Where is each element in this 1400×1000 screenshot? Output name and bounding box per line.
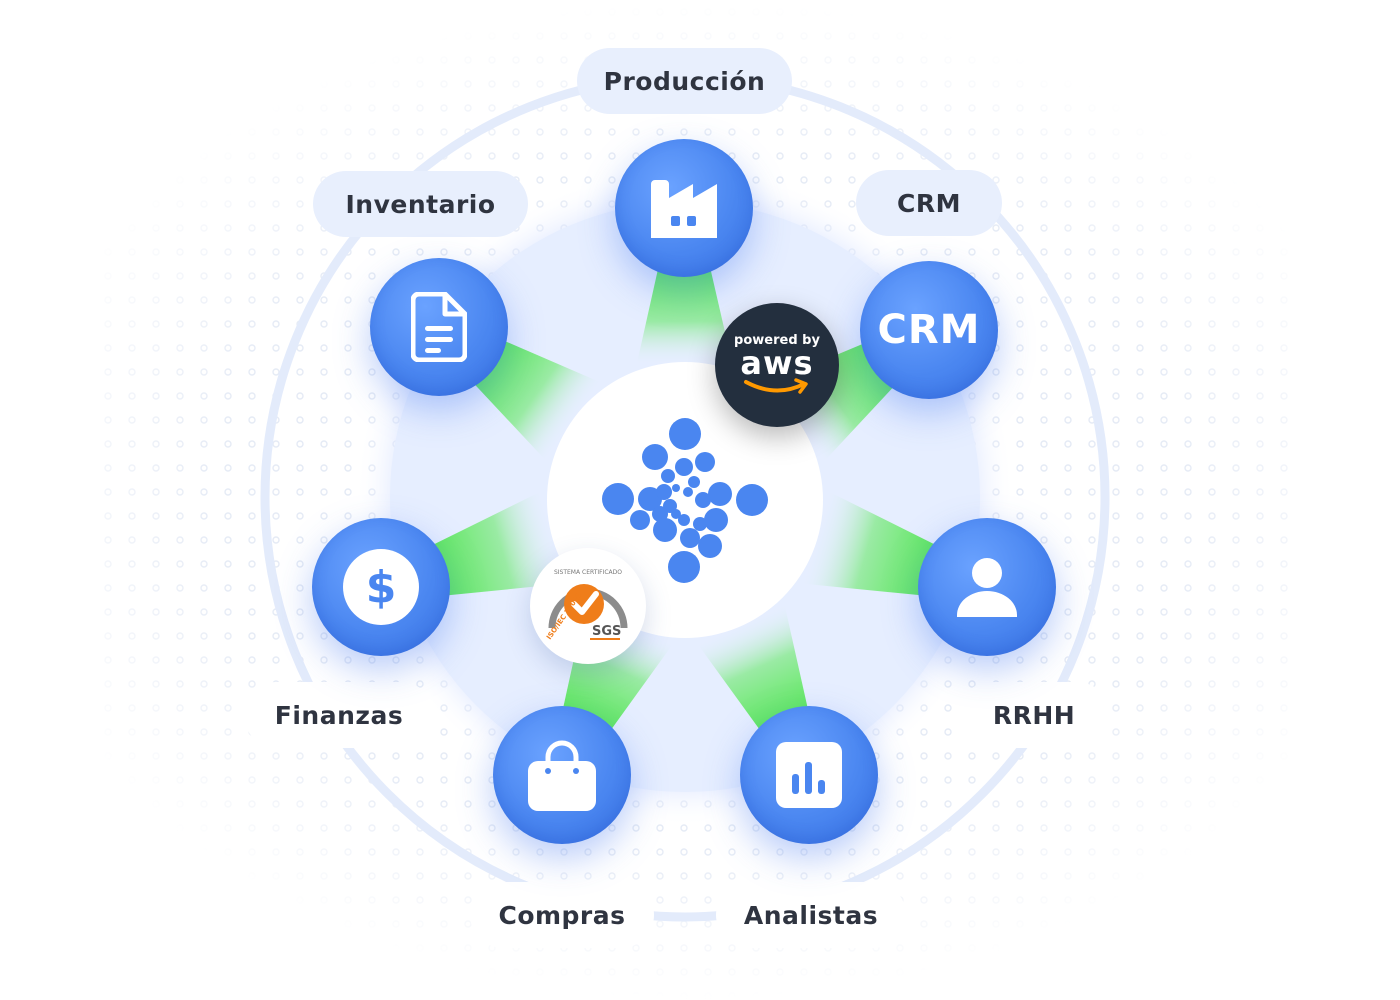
logo-dot bbox=[602, 483, 634, 515]
label-crm: CRM bbox=[856, 170, 1002, 236]
logo-dot bbox=[638, 487, 662, 511]
document-icon bbox=[411, 292, 467, 362]
aws-logo-text: aws bbox=[740, 344, 814, 382]
label-analistas: Analistas bbox=[716, 882, 906, 948]
node-finanzas[interactable]: $ bbox=[312, 518, 450, 656]
logo-dot bbox=[668, 551, 700, 583]
iso-seal-icon: SISTEMA CERTIFICADO ISO/IEC 27001 bbox=[545, 569, 628, 641]
node-analistas[interactable] bbox=[740, 706, 878, 844]
label-compras: Compras bbox=[470, 882, 654, 948]
connectors-group bbox=[431, 267, 937, 731]
logo-dot bbox=[698, 534, 722, 558]
logo-dot bbox=[672, 484, 680, 492]
label-finanzas: Finanzas bbox=[244, 682, 434, 748]
company-logo bbox=[602, 418, 768, 583]
person-icon bbox=[957, 558, 1017, 617]
logo-dot bbox=[661, 469, 675, 483]
logo-dot bbox=[693, 517, 707, 531]
node-crm[interactable]: CRM bbox=[860, 261, 998, 399]
logo-dot bbox=[675, 458, 693, 476]
logo-dot bbox=[708, 482, 732, 506]
label-rrhh: RRHH bbox=[958, 682, 1110, 748]
node-compras[interactable] bbox=[493, 706, 631, 844]
logo-dot bbox=[704, 508, 728, 532]
logo-dot bbox=[688, 476, 700, 488]
shopping-bag-icon bbox=[528, 740, 596, 811]
logo-dot bbox=[669, 418, 701, 450]
aws-smile-icon bbox=[744, 378, 808, 394]
aws-powered-by-text: powered by bbox=[734, 333, 820, 348]
logo-dot bbox=[652, 506, 668, 522]
crm-node-text: CRM bbox=[877, 307, 981, 353]
iso-top-text: SISTEMA CERTIFICADO bbox=[554, 569, 622, 576]
logo-dot bbox=[671, 509, 681, 519]
connector-inventario bbox=[473, 340, 603, 462]
connector-produccion bbox=[636, 267, 733, 366]
logo-dot bbox=[695, 452, 715, 472]
connector-rrhh bbox=[801, 491, 937, 596]
logo-dot bbox=[736, 484, 768, 516]
iso-certification-badge: SISTEMA CERTIFICADO ISO/IEC 27001 SGS bbox=[530, 548, 646, 664]
dollar-icon: $ bbox=[343, 549, 419, 625]
svg-text:$: $ bbox=[366, 562, 397, 613]
node-inventario[interactable] bbox=[370, 258, 508, 396]
logo-dot bbox=[678, 514, 690, 526]
connector-finanzas bbox=[431, 490, 569, 596]
logo-dot bbox=[695, 492, 711, 508]
logo-dot bbox=[683, 487, 693, 497]
sgs-brand-text: SGS bbox=[592, 624, 622, 639]
logo-dot bbox=[656, 484, 672, 500]
logo-dot bbox=[642, 444, 668, 470]
node-produccion[interactable] bbox=[615, 139, 753, 277]
node-rrhh[interactable] bbox=[918, 518, 1056, 656]
factory-icon bbox=[651, 180, 717, 238]
aws-badge: powered by aws bbox=[715, 303, 839, 427]
logo-dot bbox=[680, 528, 700, 548]
logo-dot bbox=[653, 518, 677, 542]
label-inventario: Inventario bbox=[313, 171, 528, 237]
logo-dot bbox=[630, 510, 650, 530]
label-produccion: Producción bbox=[577, 48, 792, 114]
bar-chart-icon bbox=[776, 742, 842, 808]
connector-analistas bbox=[696, 603, 809, 731]
